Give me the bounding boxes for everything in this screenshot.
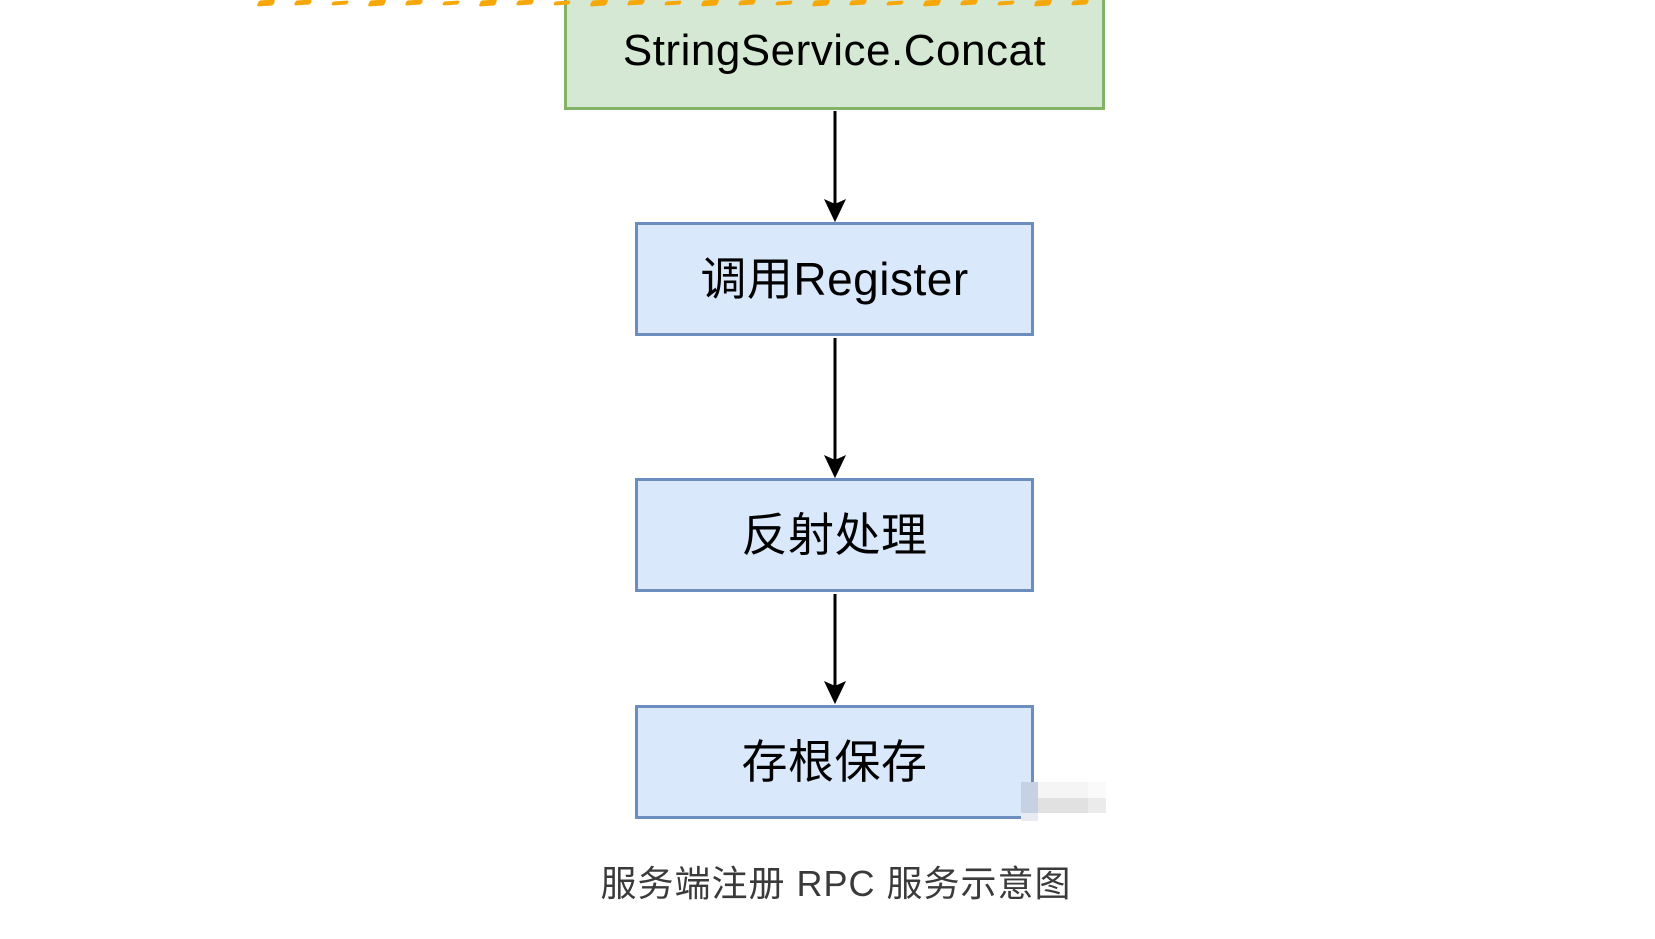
arrow-concat-to-register — [823, 111, 847, 223]
cropped-text-fragment — [626, 0, 646, 6]
watermark-block — [1021, 813, 1038, 821]
cropped-text-fragment — [552, 0, 572, 6]
cropped-text-fragment — [922, 0, 942, 7]
cropped-text-fragment — [293, 0, 313, 6]
arrow-register-to-reflect — [823, 338, 847, 479]
cropped-text-fragment — [478, 0, 498, 7]
cropped-text-fragment — [589, 0, 609, 7]
cropped-text-fragments — [0, 0, 1655, 10]
node-call-register-label: 调用Register — [700, 252, 969, 305]
watermark-block — [1088, 798, 1106, 813]
cropped-text-fragment — [885, 0, 905, 6]
cropped-text-fragment — [367, 0, 387, 7]
watermark-block — [1038, 782, 1088, 798]
cropped-text-fragment — [441, 0, 461, 6]
cropped-text-fragment — [330, 0, 350, 6]
arrow-reflect-to-stub — [823, 594, 847, 705]
cropped-text-fragment — [774, 0, 794, 6]
cropped-text-fragment — [848, 0, 868, 6]
node-reflection-processing: 反射处理 — [635, 478, 1034, 592]
cropped-text-fragment — [811, 0, 831, 7]
node-stringservice-concat-label: StringService.Concat — [622, 25, 1047, 75]
node-reflection-processing-label: 反射处理 — [741, 508, 928, 561]
cropped-text-fragment — [1033, 0, 1053, 7]
node-call-register: 调用Register — [635, 222, 1034, 336]
diagram-caption: 服务端注册 RPC 服务示意图 — [600, 863, 1072, 904]
watermark-block — [1088, 782, 1106, 798]
cropped-text-fragment — [959, 0, 979, 6]
cropped-text-fragment — [737, 0, 757, 6]
node-stub-save-label: 存根保存 — [741, 735, 928, 788]
cropped-text-fragment — [996, 0, 1016, 6]
watermark-block — [1021, 782, 1038, 813]
node-stringservice-concat: StringService.Concat — [564, 0, 1105, 110]
cropped-text-fragment — [663, 0, 683, 6]
node-stub-save: 存根保存 — [635, 705, 1034, 819]
cropped-text-fragment — [404, 0, 424, 6]
cropped-text-fragment — [256, 0, 276, 7]
cropped-text-fragment — [1070, 0, 1090, 6]
watermark-block — [1038, 798, 1088, 813]
cropped-text-fragment — [700, 0, 720, 7]
cropped-text-fragment — [515, 0, 535, 6]
